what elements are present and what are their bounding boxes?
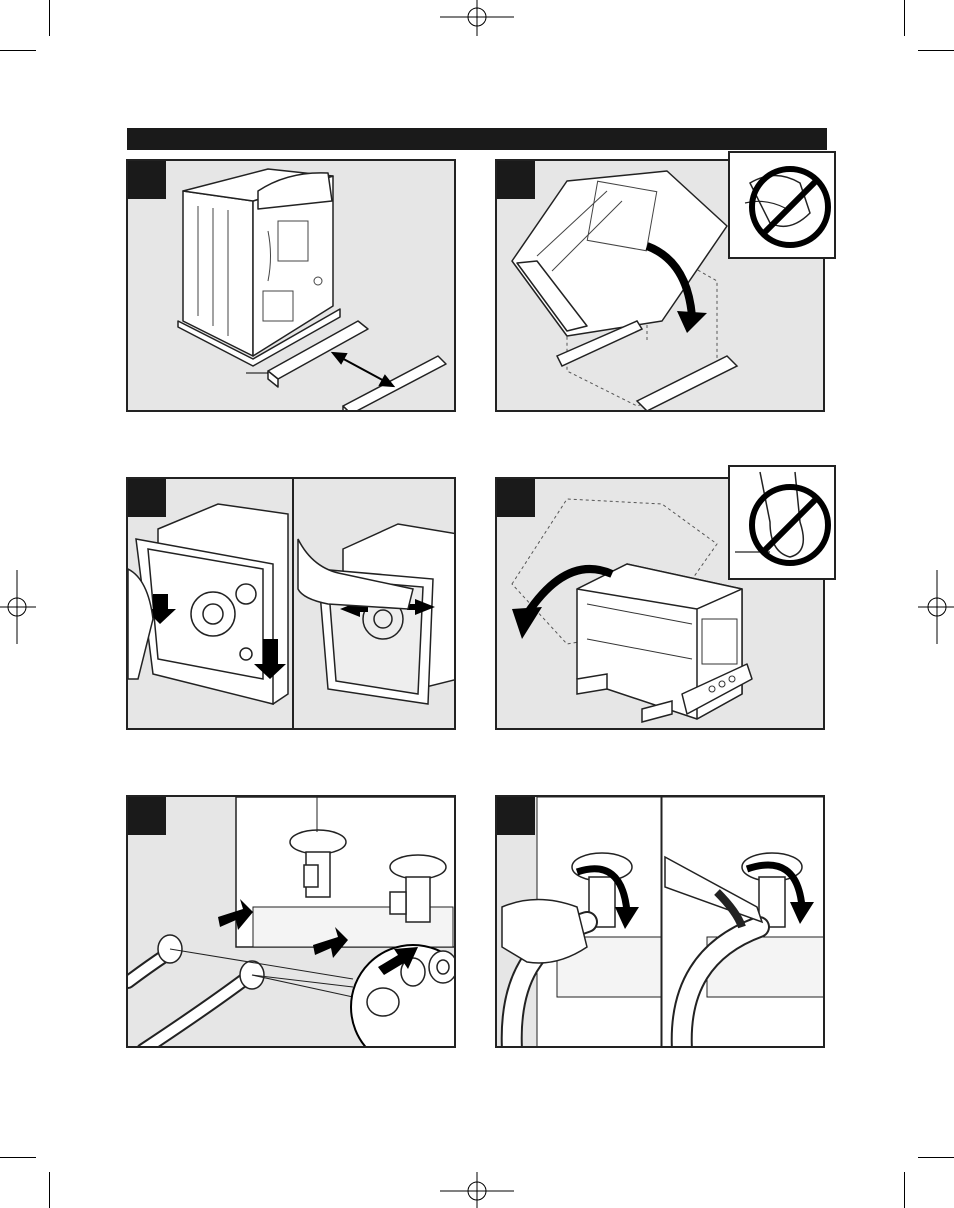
registration-mark-right [918, 570, 954, 644]
crop-mark-bl-h [0, 1157, 36, 1158]
crop-mark-tl-v [49, 0, 50, 36]
step-5-panel [126, 795, 456, 1048]
crop-mark-br-v [904, 1172, 905, 1208]
crop-mark-tr-v [904, 0, 905, 36]
registration-mark-left [0, 570, 36, 644]
registration-mark-bottom [440, 1172, 514, 1208]
step-6-illustration [497, 797, 825, 1048]
crop-mark-br-h [918, 1157, 954, 1158]
prohibited-icon [730, 153, 834, 257]
step-1-panel [126, 159, 456, 412]
double-arrow-icon [333, 353, 393, 386]
step-5-illustration [128, 797, 456, 1048]
prohibited-icon [730, 467, 834, 578]
section-header-bar [127, 128, 827, 150]
step-6-panel [495, 795, 825, 1048]
step-3-illustration [128, 479, 456, 730]
crop-mark-tr-h [918, 50, 954, 51]
crop-mark-bl-v [49, 1172, 50, 1208]
prohibited-foot-inset [728, 465, 836, 580]
step-3-panel [126, 477, 456, 730]
prohibited-hand-inset-top [728, 151, 836, 259]
crop-mark-tl-h [0, 50, 36, 51]
registration-mark-top [440, 0, 514, 38]
step-1-illustration [128, 161, 456, 412]
